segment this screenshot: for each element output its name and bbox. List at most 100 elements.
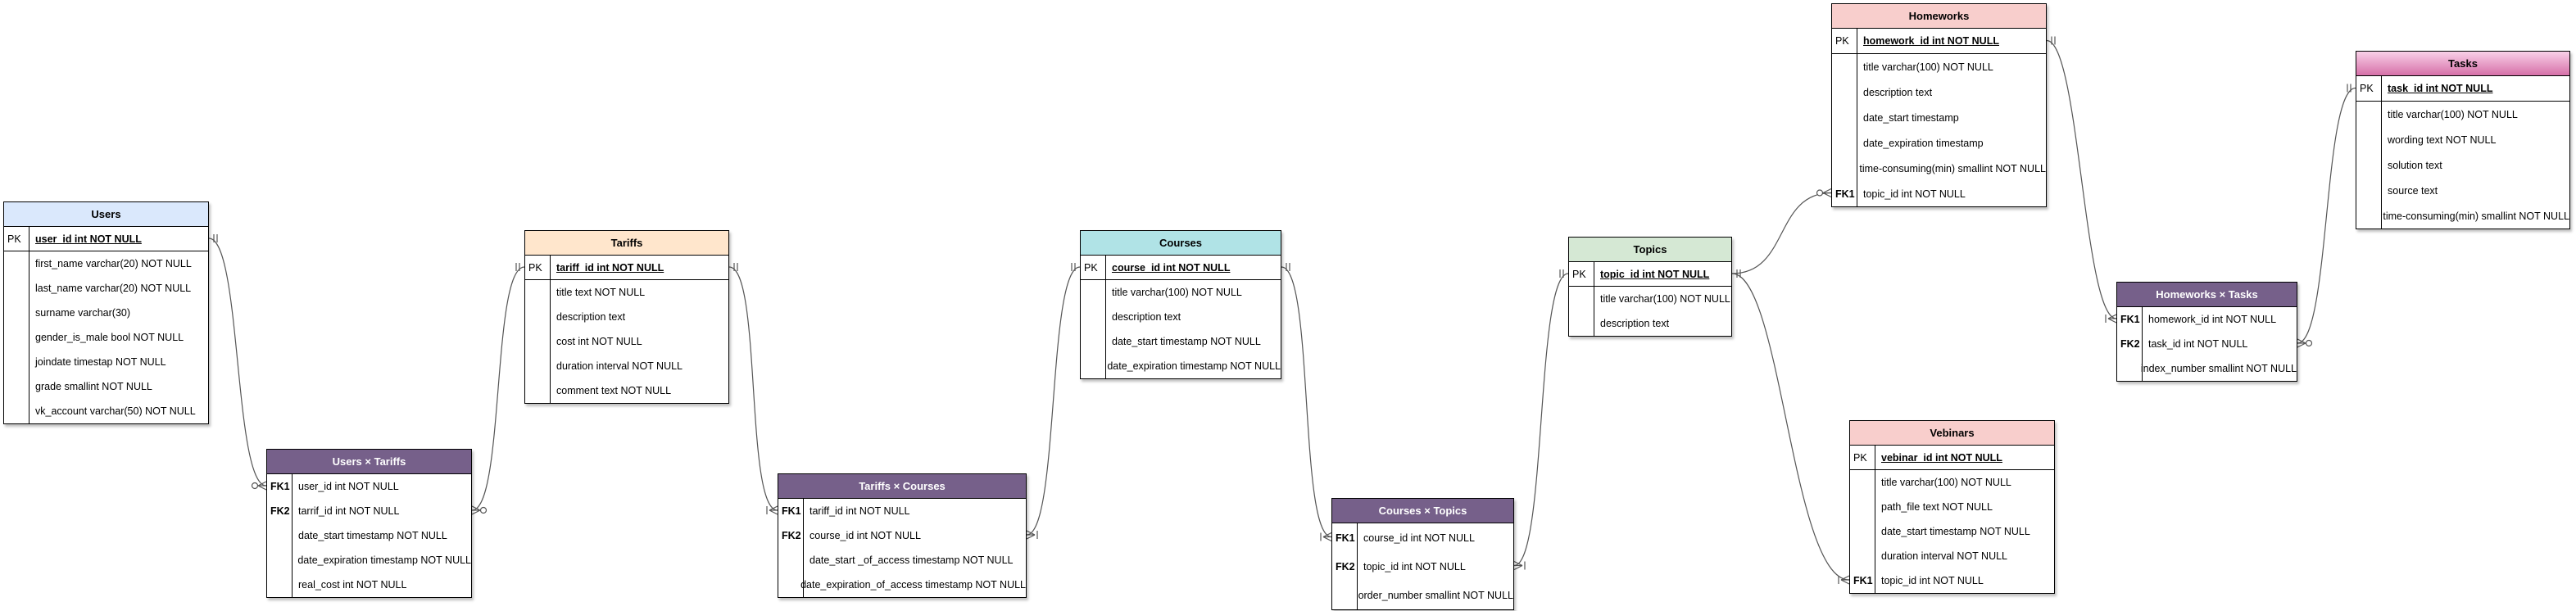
table-row[interactable]: index_number smallint NOT NULL [2117,356,2297,381]
table-row[interactable]: description text [525,305,728,329]
table-title: Topics [1569,238,1731,262]
table-row[interactable]: date_start timestamp NOT NULL [1081,329,1281,354]
one-marker [1559,269,1564,278]
edge-topics-homeworks [1731,192,1832,274]
field-label: title text NOT NULL [556,287,646,298]
table-row[interactable]: real_cost int NOT NULL [267,573,471,597]
key-label: PK [1835,35,1849,47]
field-label: comment text NOT NULL [556,385,672,396]
table-row[interactable]: first_name varchar(20) NOT NULL [4,251,208,276]
field-label: title varchar(100) NOT NULL [1881,477,2011,488]
field-label: index_number smallint NOT NULL [2140,363,2297,374]
table-row[interactable]: date_start timestamp [1832,105,2046,130]
field-label: user_id int NOT NULL [35,233,142,245]
one-many-marker [1838,575,1850,585]
table-row[interactable]: vk_account varchar(50) NOT NULL [4,399,208,423]
table-title: Courses × Topics [1332,499,1513,523]
table-row[interactable]: path_file text NOT NULL [1850,495,2054,519]
table-row[interactable]: last_name varchar(20) NOT NULL [4,276,208,301]
table-row[interactable]: duration interval NOT NULL [525,354,728,378]
table-row[interactable]: date_expiration timestamp NOT NULL [267,548,471,573]
table-row[interactable]: surname varchar(30) [4,301,208,325]
table-row[interactable]: time-consuming(min) smallint NOT NULL [2356,203,2569,229]
table-row[interactable]: title varchar(100) NOT NULL [1081,280,1281,305]
table-row[interactable]: joindate timestap NOT NULL [4,350,208,374]
table-row[interactable]: description text [1081,305,1281,329]
field-label: title varchar(100) NOT NULL [1863,61,1993,73]
table-row[interactable]: cost int NOT NULL [525,329,728,354]
table-row[interactable]: date_start timestamp NOT NULL [267,523,471,548]
table-row[interactable]: wording text NOT NULL [2356,127,2569,152]
field-label: order_number smallint NOT NULL [1358,589,1513,601]
one-marker [213,234,218,242]
field-label: description text [556,311,626,323]
key-label: FK1 [1835,188,1855,200]
table-row[interactable]: date_expiration timestamp [1832,130,2046,156]
table-row[interactable]: description text [1569,311,1731,336]
key-label: FK2 [782,530,801,541]
field-label: cost int NOT NULL [556,336,642,347]
table-row[interactable]: gender_is_male bool NOT NULL [4,325,208,350]
table-row[interactable]: source text [2356,178,2569,203]
field-label: real_cost int NOT NULL [298,579,407,591]
one-marker [1286,263,1290,271]
field-label: solution text [2388,159,2442,171]
table-row[interactable]: date_start _of_access timestamp NOT NULL [778,548,1026,573]
key-label: PK [2360,83,2374,94]
field-label: task_id int NOT NULL [2148,338,2248,350]
field-label: surname varchar(30) [35,307,131,319]
field-label: tariff_id int NOT NULL [556,261,664,274]
field-label: date_expiration_of_access timestamp NOT … [800,579,1026,591]
table-row[interactable]: duration interval NOT NULL [1850,544,2054,568]
table-row[interactable]: grade smallint NOT NULL [4,374,208,399]
table-row[interactable]: title varchar(100) NOT NULL [1569,287,1731,311]
table-row[interactable]: title text NOT NULL [525,280,728,305]
table-row[interactable]: order_number smallint NOT NULL [1332,581,1513,609]
edge-tasks-homeworkstasks [2297,87,2356,344]
field-label: course_id int NOT NULL [1112,261,1231,274]
field-label: date_start timestamp [1863,111,1959,124]
key-label: FK2 [1336,560,1355,573]
table-row[interactable]: time-consuming(min) smallint NOT NULL [1832,156,2046,181]
table-row[interactable]: date_start timestamp NOT NULL [1850,519,2054,544]
table-row[interactable]: comment text NOT NULL [525,378,728,403]
table-title: Users × Tariffs [267,450,471,474]
table-row[interactable]: title varchar(100) NOT NULL [1850,470,2054,495]
table-row[interactable]: title varchar(100) NOT NULL [1832,54,2046,79]
table-row[interactable]: title varchar(100) NOT NULL [2356,102,2569,127]
table-row[interactable]: solution text [2356,152,2569,178]
table-row[interactable]: date_expiration timestamp NOT NULL [1081,354,1281,378]
key-label: PK [528,261,542,274]
table-row[interactable]: date_expiration_of_access timestamp NOT … [778,573,1026,597]
primary-key-row[interactable]: PK tariff_id int NOT NULL [525,256,728,280]
field-label: title varchar(100) NOT NULL [1112,287,1242,298]
table-row[interactable]: description text [1832,79,2046,105]
